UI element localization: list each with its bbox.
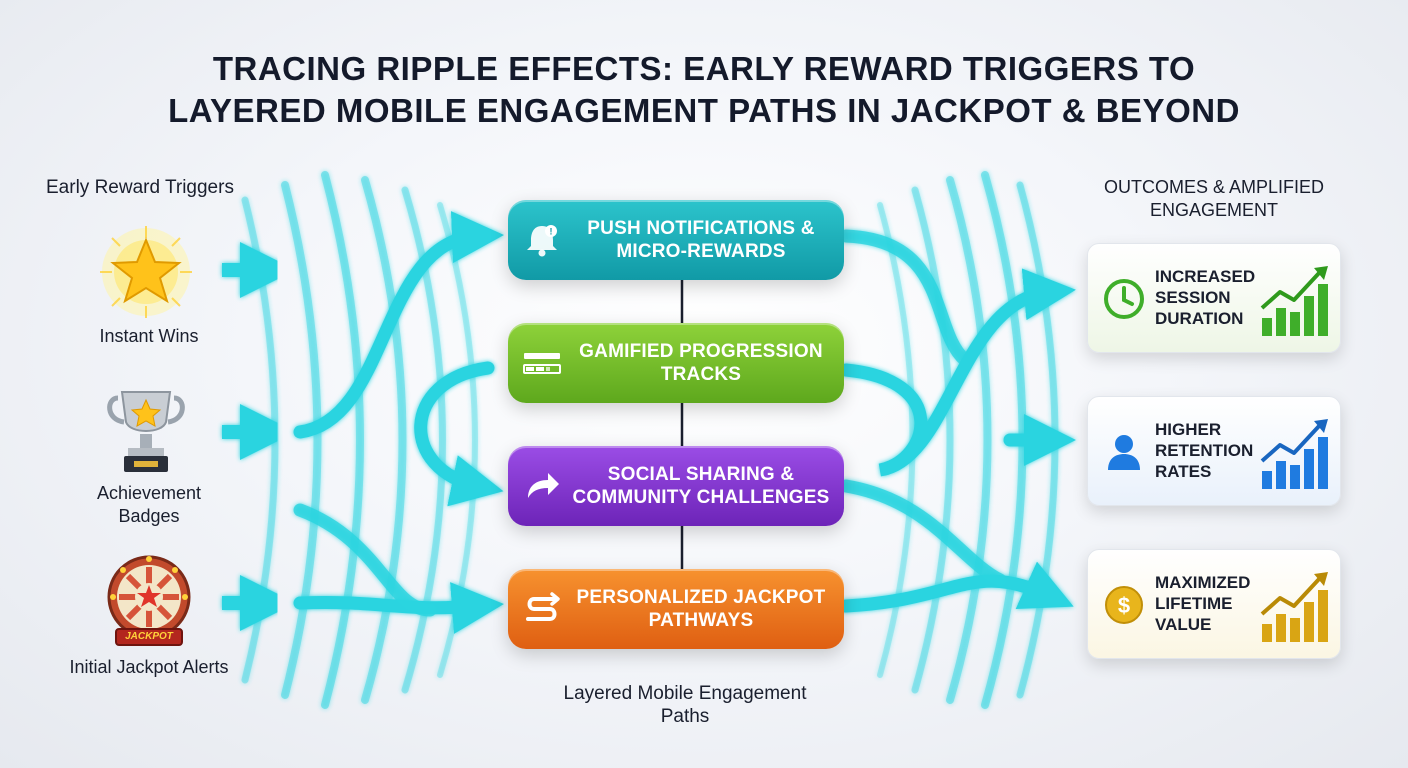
trophy-icon	[107, 391, 185, 472]
path-gamified-progression[interactable]: GAMIFIED PROGRESSION TRACKS	[508, 323, 844, 403]
outcome-retention-rates[interactable]: HIGHER RETENTION RATES	[1087, 396, 1341, 506]
bell-icon: !	[527, 225, 557, 257]
trigger-label-instant-wins: Instant Wins	[99, 326, 199, 346]
trigger-label-achievement-badges: Achievement Badges	[96, 483, 202, 526]
early-reward-triggers-label: Early Reward Triggers	[46, 177, 234, 198]
path-label-personalized-jackpot: PERSONALIZED JACKPOT PATHWAYS	[576, 587, 826, 631]
outcome-label-session-duration: INCREASED SESSION DURATION	[1155, 267, 1256, 328]
svg-text:!: !	[550, 227, 553, 237]
gold-growth-chart-icon	[1260, 572, 1328, 642]
progress-bar-icon	[523, 353, 561, 374]
jackpot-wheel-icon: JACKPOT	[104, 553, 194, 649]
share-arrow-icon	[528, 473, 559, 498]
path-personalized-jackpot[interactable]: PERSONALIZED JACKPOT PATHWAYS	[508, 569, 844, 649]
clock-icon	[1104, 279, 1144, 319]
engagement-paths-label: Layered Mobile Engagement Paths	[563, 683, 807, 727]
path-label-social-sharing: SOCIAL SHARING & COMMUNITY CHALLENGES	[572, 464, 830, 508]
path-push-notifications[interactable]: ! PUSH NOTIFICATIONS & MICRO-REWARDS	[508, 200, 844, 280]
title-line-2: LAYERED MOBILE ENGAGEMENT PATHS IN JACKP…	[168, 92, 1240, 129]
dollar-coin-icon: $	[1105, 586, 1143, 624]
green-growth-chart-icon	[1260, 266, 1328, 336]
route-icon	[526, 592, 560, 621]
outcome-label-retention-rates: HIGHER RETENTION RATES	[1155, 420, 1254, 481]
blue-growth-chart-icon	[1260, 419, 1328, 489]
page-title: TRACING RIPPLE EFFECTS: EARLY REWARD TRI…	[0, 48, 1408, 132]
user-icon	[1108, 435, 1140, 470]
path-label-gamified-progression: GAMIFIED PROGRESSION TRACKS	[579, 341, 823, 385]
star-icon	[100, 226, 192, 318]
path-social-sharing[interactable]: SOCIAL SHARING & COMMUNITY CHALLENGES	[508, 446, 844, 526]
title-line-1: TRACING RIPPLE EFFECTS: EARLY REWARD TRI…	[212, 50, 1196, 87]
trigger-label-initial-jackpot-alerts: Initial Jackpot Alerts	[69, 657, 229, 677]
outcome-lifetime-value[interactable]: $ MAXIMIZED LIFETIME VALUE	[1087, 549, 1341, 659]
outcome-label-lifetime-value: MAXIMIZED LIFETIME VALUE	[1155, 573, 1251, 634]
svg-text:$: $	[1118, 593, 1130, 618]
outcomes-section-label: OUTCOMES & AMPLIFIED ENGAGEMENT	[1103, 177, 1325, 220]
flows-into-outcomes	[839, 229, 1076, 613]
trigger-input-arrows	[222, 242, 296, 631]
flows-into-paths	[293, 211, 504, 634]
path-label-push-notifications: PUSH NOTIFICATIONS & MICRO-REWARDS	[587, 218, 815, 262]
jackpot-badge-text: JACKPOT	[125, 631, 173, 642]
outcome-session-duration[interactable]: INCREASED SESSION DURATION	[1087, 243, 1341, 353]
